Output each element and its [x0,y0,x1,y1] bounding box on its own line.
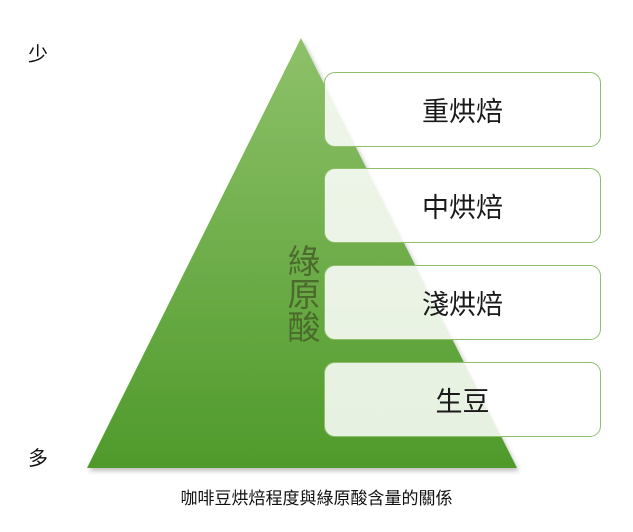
stage-box-green-bean: 生豆 [324,362,601,437]
stage-box-dark-roast: 重烘焙 [324,72,601,147]
pyramid-triangle [87,38,517,468]
stage-box-medium-roast: 中烘焙 [324,168,601,243]
bottom-label-many: 多 [28,446,48,470]
stage-box-light-roast: 淺烘焙 [324,265,601,340]
diagram-caption: 咖啡豆烘焙程度與綠原酸含量的關係 [180,489,453,509]
pyramid-label-chlorogenic-acid: 綠原酸 [282,244,321,343]
top-label-few: 少 [28,42,48,66]
